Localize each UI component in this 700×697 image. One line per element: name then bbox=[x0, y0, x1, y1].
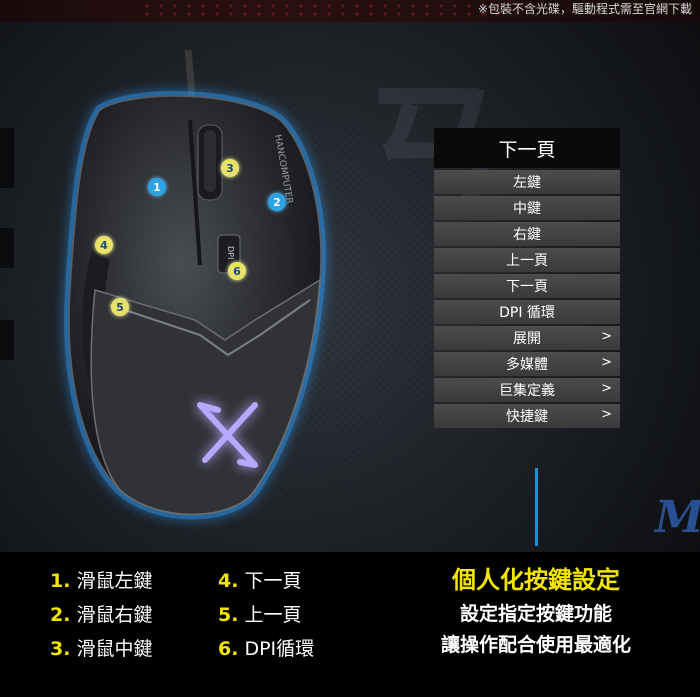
legend-item: 1.滑鼠左鍵 bbox=[50, 570, 153, 592]
menu-title: 下一頁 bbox=[434, 128, 620, 168]
left-edge-block bbox=[0, 320, 14, 360]
legend-item: 5.上一頁 bbox=[218, 604, 302, 626]
legend-item: 4.下一頁 bbox=[218, 570, 302, 592]
legend-item: 3.滑鼠中鍵 bbox=[50, 638, 153, 660]
legend-item: 6.DPI循環 bbox=[218, 638, 315, 660]
brand-mark-logo: M bbox=[655, 492, 700, 543]
button-badge-2: 2 bbox=[268, 193, 286, 211]
chevron-right-icon: > bbox=[601, 381, 612, 396]
button-badge-4: 4 bbox=[95, 236, 113, 254]
menu-item-shortcut[interactable]: 快捷鍵> bbox=[434, 404, 620, 428]
menu-item-page-forward[interactable]: 下一頁 bbox=[434, 274, 620, 298]
menu-item-macro[interactable]: 巨集定義> bbox=[434, 378, 620, 402]
menu-item-dpi-cycle[interactable]: DPI 循環 bbox=[434, 300, 620, 324]
promo-line-2: 讓操作配合使用最適化 bbox=[440, 634, 631, 656]
promo-line-1: 設定指定按鍵功能 bbox=[459, 603, 612, 625]
menu-item-page-back[interactable]: 上一頁 bbox=[434, 248, 620, 272]
chevron-right-icon: > bbox=[601, 329, 612, 344]
keyboard-backlight-pattern bbox=[140, 2, 500, 18]
menu-item-expand[interactable]: 展開> bbox=[434, 326, 620, 350]
gaming-mouse-image: HANCOMPUTER DPI bbox=[64, 50, 326, 520]
bottom-caption-panel bbox=[0, 552, 700, 697]
left-edge-block bbox=[0, 128, 14, 188]
left-edge-block bbox=[0, 228, 14, 268]
top-keyboard-strip bbox=[0, 0, 700, 22]
legend-item: 2.滑鼠右鍵 bbox=[50, 604, 153, 626]
menu-item-multimedia[interactable]: 多媒體> bbox=[434, 352, 620, 376]
button-badge-1: 1 bbox=[148, 178, 166, 196]
disclaimer-text: ※包裝不含光碟，驅動程式需至官網下載 bbox=[477, 2, 692, 16]
chevron-right-icon: > bbox=[601, 407, 612, 422]
button-badge-5: 5 bbox=[111, 298, 129, 316]
button-badge-3: 3 bbox=[221, 159, 239, 177]
dpi-button-label: DPI bbox=[226, 246, 235, 259]
menu-item-left-click[interactable]: 左鍵 bbox=[434, 170, 620, 194]
menu-item-right-click[interactable]: 右鍵 bbox=[434, 222, 620, 246]
chevron-right-icon: > bbox=[601, 355, 612, 370]
promo-title: 個人化按鍵設定 bbox=[452, 566, 620, 594]
divider-line bbox=[535, 468, 538, 546]
button-badge-6: 6 bbox=[228, 262, 246, 280]
menu-item-middle-click[interactable]: 中鍵 bbox=[434, 196, 620, 220]
button-assign-menu: 下一頁 左鍵 中鍵 右鍵 上一頁 下一頁 DPI 循環 展開> 多媒體> 巨集定… bbox=[434, 128, 620, 430]
